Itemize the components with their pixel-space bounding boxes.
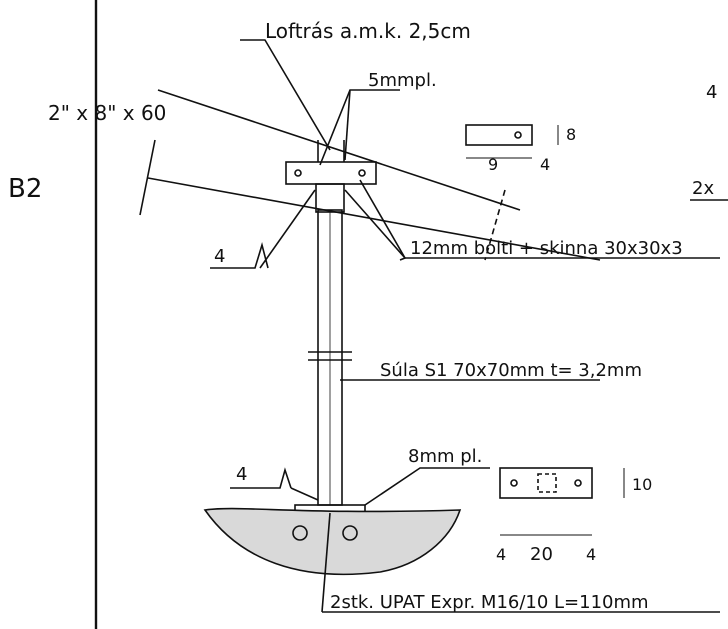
leader-8mm <box>364 467 490 506</box>
top-plate <box>285 161 377 185</box>
detail-bottom-hole-left <box>510 479 518 487</box>
anchor-bolt-left <box>292 525 308 541</box>
label-plate-8mm: 8mm pl. <box>408 446 482 467</box>
dim-top-width: 9 <box>488 155 498 174</box>
leader-weld-top <box>259 189 316 269</box>
dim-bottom-height: 10 <box>632 475 652 494</box>
label-anchor: 2stk. UPAT Expr. M16/10 L=110mm <box>330 592 649 613</box>
label-weld-top: 4 <box>214 246 225 267</box>
dashed-ref <box>484 189 506 261</box>
dim-top-edge: 4 <box>540 155 550 174</box>
label-plate-5mm: 5mmpl. <box>368 70 437 91</box>
anchor-bolt-right <box>342 525 358 541</box>
bolt-hole-left <box>294 169 302 177</box>
beam-end-tick <box>139 139 156 216</box>
leader-bolt-b <box>359 179 406 259</box>
label-weld-bottom: 4 <box>236 464 247 485</box>
top-bracket <box>315 183 345 213</box>
detail-top-plate <box>465 124 533 146</box>
leader-5mm-b <box>344 89 351 161</box>
beam-line-2 <box>147 177 601 261</box>
detail-top-hole <box>514 131 522 139</box>
weld-symbol-top <box>210 242 269 269</box>
leader-weld-bottom <box>290 487 319 501</box>
label-sula: Súla S1 70x70mm t= 3,2mm <box>380 360 642 381</box>
detail-bottom-hole-right <box>574 479 582 487</box>
dim-bottom-left: 4 <box>496 545 506 564</box>
label-bolt: 12mm bolti + skinna 30x30x3 <box>410 238 683 259</box>
label-edge-top: 4 <box>706 82 717 103</box>
dim-top-height: 8 <box>566 125 576 144</box>
leader-5mm-a <box>319 89 400 166</box>
leader-anchor <box>321 512 331 613</box>
dim-bottom-mid: 20 <box>530 544 553 565</box>
sheet-label: B2 <box>8 174 42 204</box>
detail-bottom-plate <box>499 467 593 499</box>
label-beam: 2" x 8" x 60 <box>48 101 166 125</box>
leader-bolt-a <box>344 189 407 261</box>
beam-line-1 <box>157 89 521 211</box>
bolt-hole-right <box>358 169 366 177</box>
weld-symbol-bottom <box>230 467 292 489</box>
concrete-footing <box>203 507 462 576</box>
detail-bottom-cutout <box>537 473 557 493</box>
label-loftras: Loftrás a.m.k. 2,5cm <box>265 19 471 43</box>
dim-bottom-right: 4 <box>586 545 596 564</box>
leader-loftras <box>240 39 331 151</box>
label-edge-mid: 2x <box>692 178 714 199</box>
